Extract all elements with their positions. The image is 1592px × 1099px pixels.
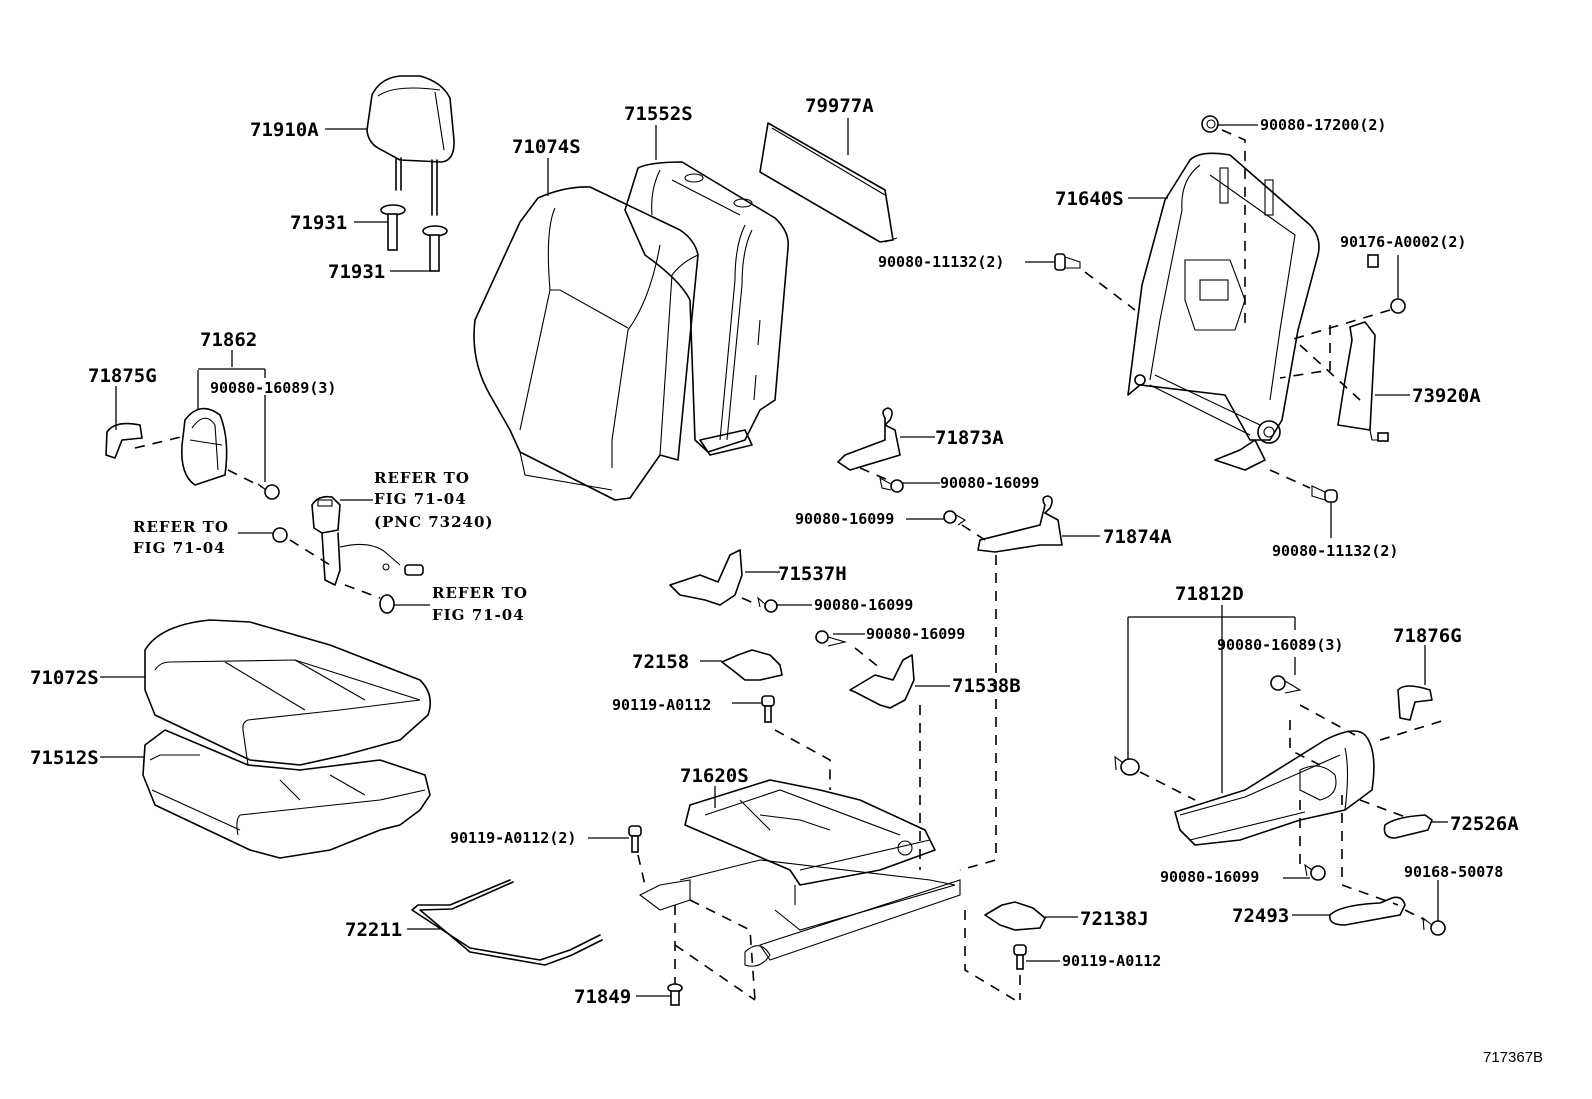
- label-90080-11132-bottom[interactable]: 90080-11132(2): [1272, 542, 1398, 560]
- airbag-sensor-part[interactable]: [1337, 254, 1389, 442]
- ref-bolt-left-line2[interactable]: FIG 71-04: [133, 539, 226, 557]
- bolt-ref-left[interactable]: [272, 527, 288, 543]
- hook-lower-part[interactable]: [977, 495, 1063, 553]
- ref-bolt-lower-line2[interactable]: FIG 71-04: [432, 606, 525, 624]
- bolt-72138j[interactable]: [1013, 944, 1027, 970]
- headrest-part[interactable]: [366, 75, 455, 216]
- bolt-adjuster[interactable]: [628, 825, 642, 853]
- label-71538b[interactable]: 71538B: [952, 675, 1021, 697]
- bracket-71537h-part[interactable]: [669, 549, 743, 606]
- bracket-71538b-part[interactable]: [849, 654, 915, 709]
- seatback-pad-part[interactable]: [624, 161, 790, 456]
- lever-72493-part[interactable]: [1328, 896, 1406, 926]
- screw-72493[interactable]: [1422, 916, 1446, 936]
- label-71876g[interactable]: 71876G: [1393, 625, 1462, 647]
- label-90176-a0002[interactable]: 90176-A0002(2): [1340, 233, 1466, 251]
- ref-bolt-lower-line1: REFER TO: [432, 584, 528, 602]
- label-90080-16099-outer[interactable]: 90080-16099: [1160, 868, 1259, 886]
- inner-shield-part[interactable]: [180, 407, 228, 486]
- ref-buckle-line1: REFER TO: [374, 469, 470, 487]
- screw-outer-left[interactable]: [1114, 755, 1140, 776]
- label-90119-a0112-72138j[interactable]: 90119-A0112: [1062, 952, 1161, 970]
- seat-adjuster-part[interactable]: [638, 779, 961, 967]
- screw-outer-lower[interactable]: [1304, 863, 1326, 881]
- label-90080-16089-outer[interactable]: 90080-16089(3): [1217, 636, 1343, 654]
- label-90119-a0112-72158[interactable]: 90119-A0112: [612, 696, 711, 714]
- label-71552s[interactable]: 71552S: [624, 103, 693, 125]
- seatback-frame-part[interactable]: [1127, 152, 1320, 471]
- label-71537h[interactable]: 71537H: [778, 563, 847, 585]
- label-90080-16099-upper[interactable]: 90080-16099: [940, 474, 1039, 492]
- label-71620s[interactable]: 71620S: [680, 765, 749, 787]
- label-71931-upper[interactable]: 71931: [290, 212, 347, 234]
- seatback-board-part[interactable]: [759, 122, 898, 243]
- screw-inner-shield[interactable]: [257, 483, 280, 500]
- label-90080-16099-lower[interactable]: 90080-16099: [795, 510, 894, 528]
- outer-shield-part[interactable]: [1174, 730, 1375, 846]
- label-71074s[interactable]: 71074S: [512, 136, 581, 158]
- label-72493[interactable]: 72493: [1232, 905, 1289, 927]
- seatback-cover-part[interactable]: [473, 186, 699, 501]
- label-71640s[interactable]: 71640S: [1055, 188, 1124, 210]
- label-71910a[interactable]: 71910A: [250, 119, 319, 141]
- label-90080-16099-71538b[interactable]: 90080-16099: [866, 625, 965, 643]
- figure-code: 717367B: [1483, 1049, 1543, 1066]
- ref-buckle-line3: (PNC 73240): [374, 513, 494, 531]
- headrest-guide-part[interactable]: [380, 204, 448, 272]
- cover-outer-right-part[interactable]: [1397, 685, 1433, 721]
- label-71849[interactable]: 71849: [574, 986, 631, 1008]
- label-90119-a0112-adjuster[interactable]: 90119-A0112(2): [450, 829, 576, 847]
- label-71072s[interactable]: 71072S: [30, 667, 99, 689]
- ref-buckle-line2[interactable]: FIG 71-04: [374, 490, 467, 508]
- label-71874a[interactable]: 71874A: [1103, 526, 1172, 548]
- screw-outer-shield[interactable]: [1270, 675, 1302, 694]
- label-90168-50078[interactable]: 90168-50078: [1404, 863, 1503, 881]
- bolt-90080-11132-left[interactable]: [1054, 253, 1081, 271]
- screw-71537h[interactable]: [757, 596, 778, 613]
- label-90080-16099-71537h[interactable]: 90080-16099: [814, 596, 913, 614]
- label-71862[interactable]: 71862: [200, 329, 257, 351]
- bracket-72138j-part[interactable]: [984, 901, 1046, 931]
- nut-90080-17200[interactable]: [1201, 115, 1219, 133]
- label-71873a[interactable]: 71873A: [935, 427, 1004, 449]
- label-79977a[interactable]: 79977A: [805, 95, 874, 117]
- cushion-pad-part[interactable]: [142, 729, 431, 859]
- screw-hook-lower[interactable]: [943, 510, 967, 526]
- bolt-90080-11132-bottom[interactable]: [1311, 485, 1338, 503]
- label-90080-17200[interactable]: 90080-17200(2): [1260, 116, 1386, 134]
- clip-71849[interactable]: [667, 983, 683, 1006]
- seat-belt-buckle-part[interactable]: [311, 495, 424, 586]
- label-71812d[interactable]: 71812D: [1175, 583, 1244, 605]
- label-71931-lower[interactable]: 71931: [328, 261, 385, 283]
- lever-72526a-part[interactable]: [1383, 814, 1433, 839]
- label-72526a[interactable]: 72526A: [1450, 813, 1519, 835]
- label-71875g[interactable]: 71875G: [88, 365, 157, 387]
- bolt-ref-lower[interactable]: [379, 594, 395, 614]
- label-90080-16089-inner[interactable]: 90080-16089(3): [210, 379, 336, 397]
- label-72158[interactable]: 72158: [632, 651, 689, 673]
- hook-upper-part[interactable]: [837, 407, 901, 471]
- label-71512s[interactable]: 71512S: [30, 747, 99, 769]
- label-72138j[interactable]: 72138J: [1080, 908, 1149, 930]
- clip-90176-a0002[interactable]: [1390, 298, 1406, 314]
- label-72211[interactable]: 72211: [345, 919, 402, 941]
- label-90080-11132-left[interactable]: 90080-11132(2): [878, 253, 1004, 271]
- cover-inner-left-part[interactable]: [105, 422, 143, 459]
- screw-71538b[interactable]: [815, 630, 848, 647]
- bolt-72158[interactable]: [761, 695, 775, 723]
- label-73920a[interactable]: 73920A: [1412, 385, 1481, 407]
- screw-hook-upper[interactable]: [879, 476, 904, 493]
- adjuster-cable-part[interactable]: [411, 879, 603, 966]
- ref-bolt-left-line1: REFER TO: [133, 518, 229, 536]
- cushion-cover-part[interactable]: [144, 619, 431, 766]
- bracket-72158-part[interactable]: [721, 649, 783, 681]
